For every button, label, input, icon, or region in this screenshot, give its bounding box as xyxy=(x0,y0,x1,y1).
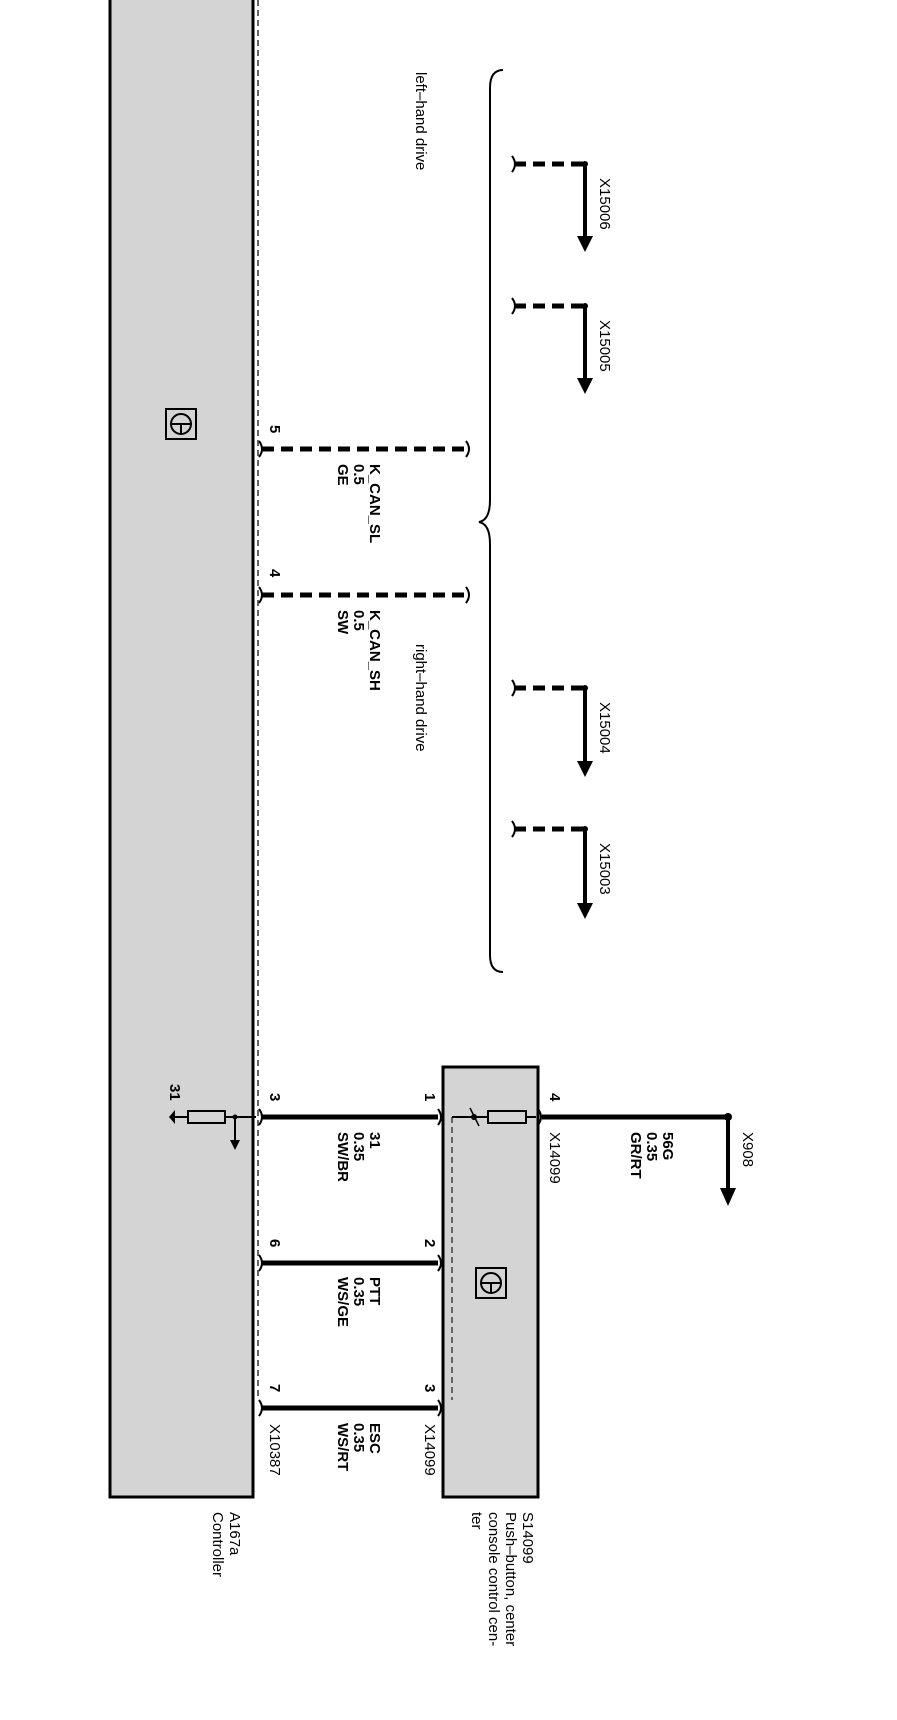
can-wire-sl: 5 K_CAN_SL 0.5 GE xyxy=(258,425,470,543)
supply-pin: 4 xyxy=(546,1093,563,1102)
supply-top-connector: X14099 xyxy=(546,1132,563,1184)
can-sh-signal: K_CAN_SH xyxy=(366,610,383,691)
pushbutton-name-line-3: ter xyxy=(468,1512,485,1530)
pushbutton-name-line-2: console control cen- xyxy=(485,1512,502,1646)
left-hand-drive-label: left–hand drive xyxy=(412,72,429,170)
supply-size: 0.35 xyxy=(643,1132,660,1161)
supply-color: GR/RT xyxy=(627,1132,644,1179)
link-31-ctrl-pin: 3 xyxy=(266,1093,283,1101)
link-31-signal: 31 xyxy=(366,1132,383,1149)
link-ptt-signal: PTT xyxy=(366,1277,383,1305)
can-sh-pin: 4 xyxy=(266,569,283,578)
drive-brace xyxy=(478,69,504,973)
x15004-label: X15004 xyxy=(596,702,613,754)
x908-label: X908 xyxy=(739,1132,756,1167)
link-esc-ctrl-pin: 7 xyxy=(266,1384,283,1392)
connector-ref-x15005: X15005 xyxy=(511,297,613,394)
link-ptt-btn-pin: 2 xyxy=(421,1239,438,1247)
supply-wire-56g: 4 X14099 56G 0.35 GR/RT X908 xyxy=(537,1093,756,1206)
ground-label: 31 xyxy=(166,1084,183,1101)
pushbutton-module-icon xyxy=(475,1267,507,1299)
controller-module-icon xyxy=(165,408,197,440)
link-esc-size: 0.35 xyxy=(350,1423,367,1452)
connector-ref-x15004: X15004 xyxy=(511,679,613,777)
link-esc-signal: ESC xyxy=(366,1423,383,1454)
pushbutton-resistor xyxy=(452,1107,536,1127)
x15006-label: X15006 xyxy=(596,178,613,230)
controller-box xyxy=(108,0,255,1499)
connector-ref-x15006: X15006 xyxy=(511,155,613,252)
link-ptt-size: 0.35 xyxy=(350,1277,367,1306)
can-wire-sh: 4 K_CAN_SH 0.5 SW xyxy=(258,569,470,691)
link-31-size: 0.35 xyxy=(350,1132,367,1161)
can-sl-color: GE xyxy=(334,464,351,486)
link-ptt-ctrl-pin: 6 xyxy=(266,1239,283,1247)
link-esc-btn-pin: 3 xyxy=(421,1384,438,1392)
link-ptt-color: WS/GE xyxy=(334,1277,351,1327)
pushbutton-name-line-1: Push–button, center xyxy=(502,1512,519,1646)
link-wire-esc: 7 3 ESC 0.35 WS/RT xyxy=(258,1384,442,1471)
can-sh-color: SW xyxy=(334,610,351,635)
link-wire-ptt: 6 2 PTT 0.35 WS/GE xyxy=(258,1239,442,1327)
x15005-label: X15005 xyxy=(596,320,613,372)
pushbutton-connector-label: X14099 xyxy=(421,1424,438,1476)
can-sh-size: 0.5 xyxy=(350,610,367,631)
link-wire-31: 3 1 31 0.35 SW/BR xyxy=(258,1093,442,1182)
can-sl-size: 0.5 xyxy=(350,464,367,485)
controller-name: Controller xyxy=(209,1512,226,1577)
pushbutton-id: S14099 xyxy=(519,1512,536,1564)
controller-ground: 31 xyxy=(166,1084,256,1150)
controller-id: A167a xyxy=(226,1512,243,1556)
x15003-label: X15003 xyxy=(596,843,613,895)
can-sl-signal: K_CAN_SL xyxy=(366,464,383,543)
link-esc-color: WS/RT xyxy=(334,1423,351,1471)
connector-ref-x15003: X15003 xyxy=(511,820,613,919)
right-hand-drive-label: right–hand drive xyxy=(412,644,429,752)
controller-connector-label: X10387 xyxy=(266,1424,283,1476)
supply-signal: 56G xyxy=(659,1132,676,1160)
link-31-btn-pin: 1 xyxy=(421,1093,438,1101)
link-31-color: SW/BR xyxy=(334,1132,351,1182)
can-sl-pin: 5 xyxy=(266,425,283,433)
